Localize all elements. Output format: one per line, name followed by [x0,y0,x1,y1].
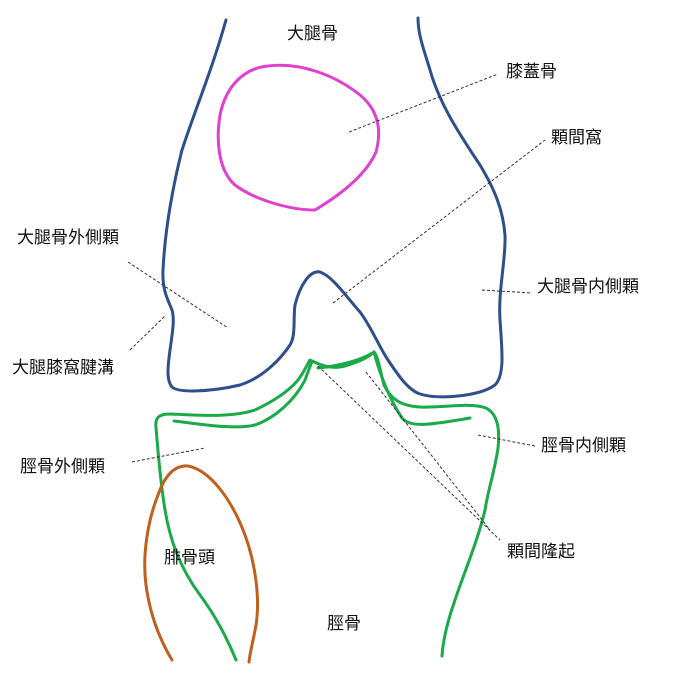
label-tibia: 脛骨 [327,614,361,634]
leader-medial-femoral-condyle [481,289,533,294]
label-lateral-tibial-condyle: 脛骨外側顆 [20,457,105,477]
label-medial-femoral-condyle: 大腿骨内側顆 [537,277,639,297]
tibia-outline [154,350,501,662]
label-popliteal-groove: 大腿膝窩腱溝 [12,358,114,378]
leader-medial-tibial-condyle [477,434,536,447]
label-lateral-femoral-condyle: 大腿骨外側顆 [17,228,119,248]
leader-lateral-tibial-condyle [131,447,206,463]
leader-lateral-femoral-condyle [127,261,229,329]
leader-popliteal-groove [129,314,167,351]
tibia-lateral-plateau-line [172,360,314,429]
leader-patella [348,73,499,133]
label-intercondylar-eminence: 顆間隆起 [507,542,575,562]
label-patella: 膝蓋骨 [506,62,557,82]
leader-intercondylar-fossa [332,139,546,304]
femur-outline [161,16,507,399]
tibia-medial-plateau-line [316,350,472,426]
label-medial-tibial-condyle: 脛骨内側顆 [541,436,626,456]
fibula-outline [143,464,259,664]
label-femur: 大腿骨 [287,24,338,44]
leader-eminence-1 [317,365,501,541]
label-fibular-head: 腓骨頭 [164,548,215,568]
patella-outline [216,63,381,212]
label-intercondylar-fossa: 顆間窩 [551,128,602,148]
leader-eminence-2 [365,371,491,531]
